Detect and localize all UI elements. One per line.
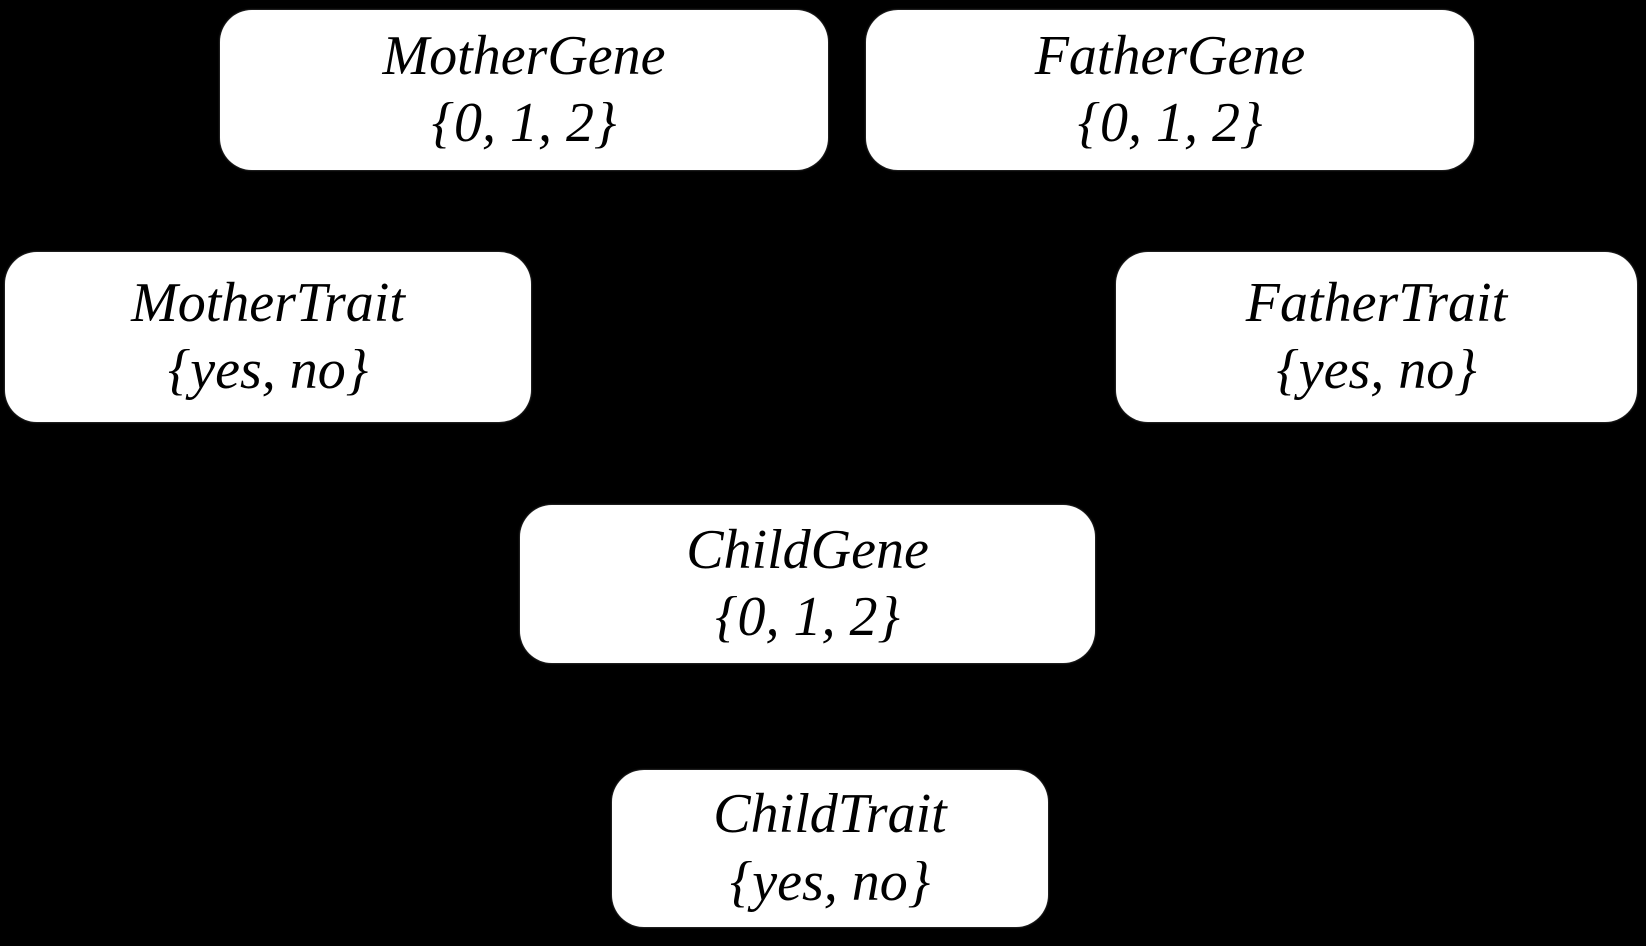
node-father-gene: FatherGene {0, 1, 2} xyxy=(866,10,1474,170)
node-label: ChildGene xyxy=(686,518,929,581)
node-label: FatherTrait xyxy=(1245,271,1508,334)
node-label: ChildTrait xyxy=(713,783,947,846)
node-mother-trait: MotherTrait {yes, no} xyxy=(5,252,531,422)
node-label: FatherGene xyxy=(1034,24,1306,87)
node-label: MotherGene xyxy=(382,24,666,87)
node-domain: {yes, no} xyxy=(729,850,931,913)
node-domain: {0, 1, 2} xyxy=(431,92,617,154)
node-father-trait: FatherTrait {yes, no} xyxy=(1116,252,1637,422)
node-mother-gene: MotherGene {0, 1, 2} xyxy=(220,10,828,170)
node-domain: {0, 1, 2} xyxy=(715,586,900,648)
node-label: MotherTrait xyxy=(131,271,405,334)
node-child-trait: ChildTrait {yes, no} xyxy=(612,770,1048,927)
node-domain: {yes, no} xyxy=(167,339,369,401)
node-domain: {0, 1, 2} xyxy=(1077,92,1263,154)
node-domain: {yes, no} xyxy=(1276,339,1477,401)
node-child-gene: ChildGene {0, 1, 2} xyxy=(520,505,1095,663)
